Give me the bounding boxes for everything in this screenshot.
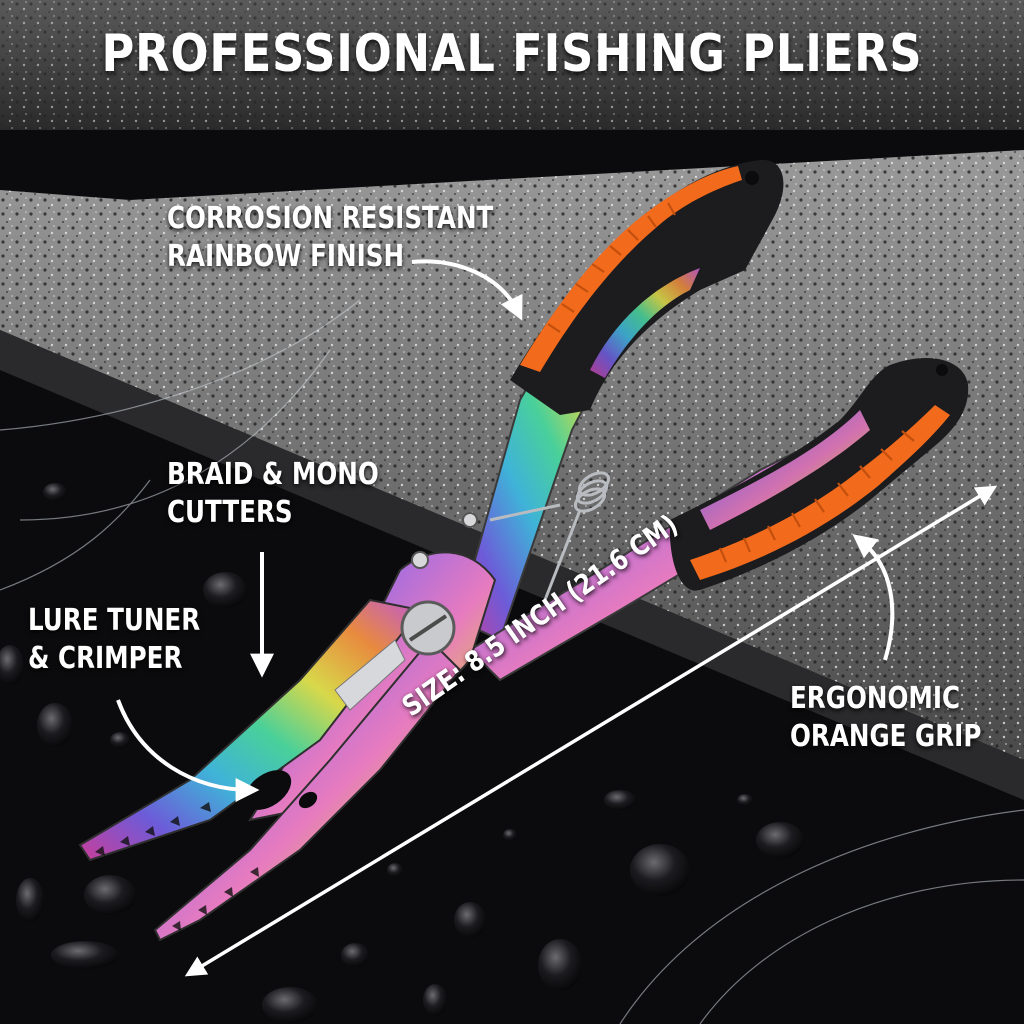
page-title: PROFESSIONAL FISHING PLIERS [101,24,923,84]
callout-finish-line-2: RAINBOW FINISH [167,239,405,274]
lanyard-hole-icon [745,171,759,185]
callout-finish-line-1: CORROSION RESISTANT [167,201,494,236]
callout-cutters-line-1: BRAID & MONO [167,457,379,492]
callout-tuner: LURE TUNER & CRIMPER [28,602,200,678]
upper-grip-orange [520,166,742,372]
callout-cutters-line-2: CUTTERS [167,495,293,530]
callout-grip-line-1: ERGONOMIC [790,681,961,716]
lanyard-hole-icon [936,364,948,376]
upper-grip [510,159,784,415]
callout-tuner-line-1: LURE TUNER [28,603,201,638]
arrow-curved-icon [411,259,523,321]
callout-finish: CORROSION RESISTANT RAINBOW FINISH [167,200,493,276]
callout-tuner-line-2: & CRIMPER [28,641,183,676]
callout-grip-line-2: ORANGE GRIP [790,719,982,754]
double-arrow-icon [184,485,998,977]
callout-cutters: BRAID & MONO CUTTERS [167,456,379,532]
callout-grip: ERGONOMIC ORANGE GRIP [790,680,981,756]
